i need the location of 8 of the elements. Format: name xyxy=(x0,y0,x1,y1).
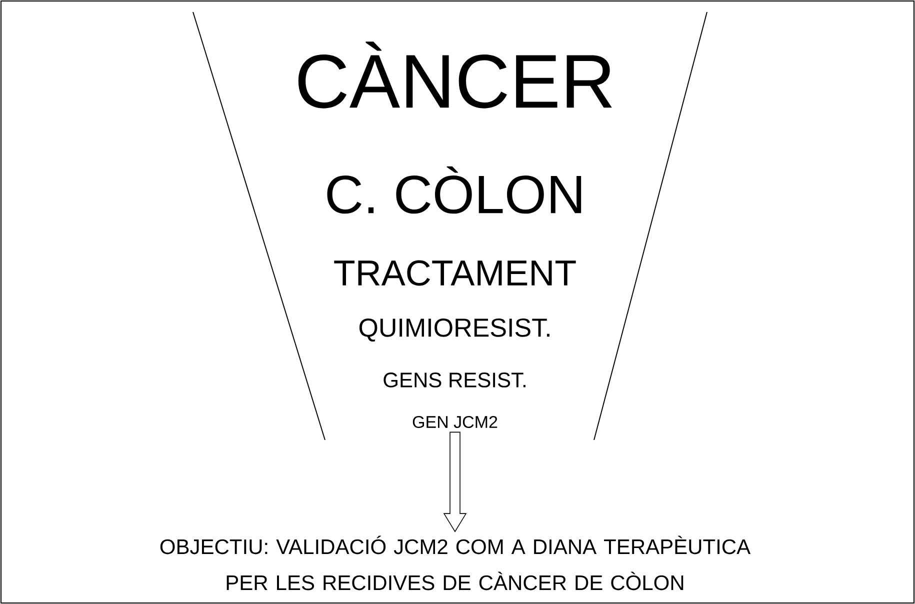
label-text: CÀNCER xyxy=(298,42,612,108)
label-text: QUIMIORESIST. xyxy=(359,318,550,342)
objective-text: OBJECTIU: VALIDACIÓ JCM2 COM A DIANA TERAPÈUTICA PER LES RECIDIVES DE CÀNCER DE CÒLON xyxy=(160,536,751,590)
hollow-arrow xyxy=(443,432,467,532)
label-text: C. CÒLON xyxy=(327,166,582,214)
gene-label: GEN JCM2 xyxy=(412,416,498,428)
label-text: TRACTAMENT xyxy=(334,260,576,286)
label-text: GENS RESIST. xyxy=(384,372,526,388)
